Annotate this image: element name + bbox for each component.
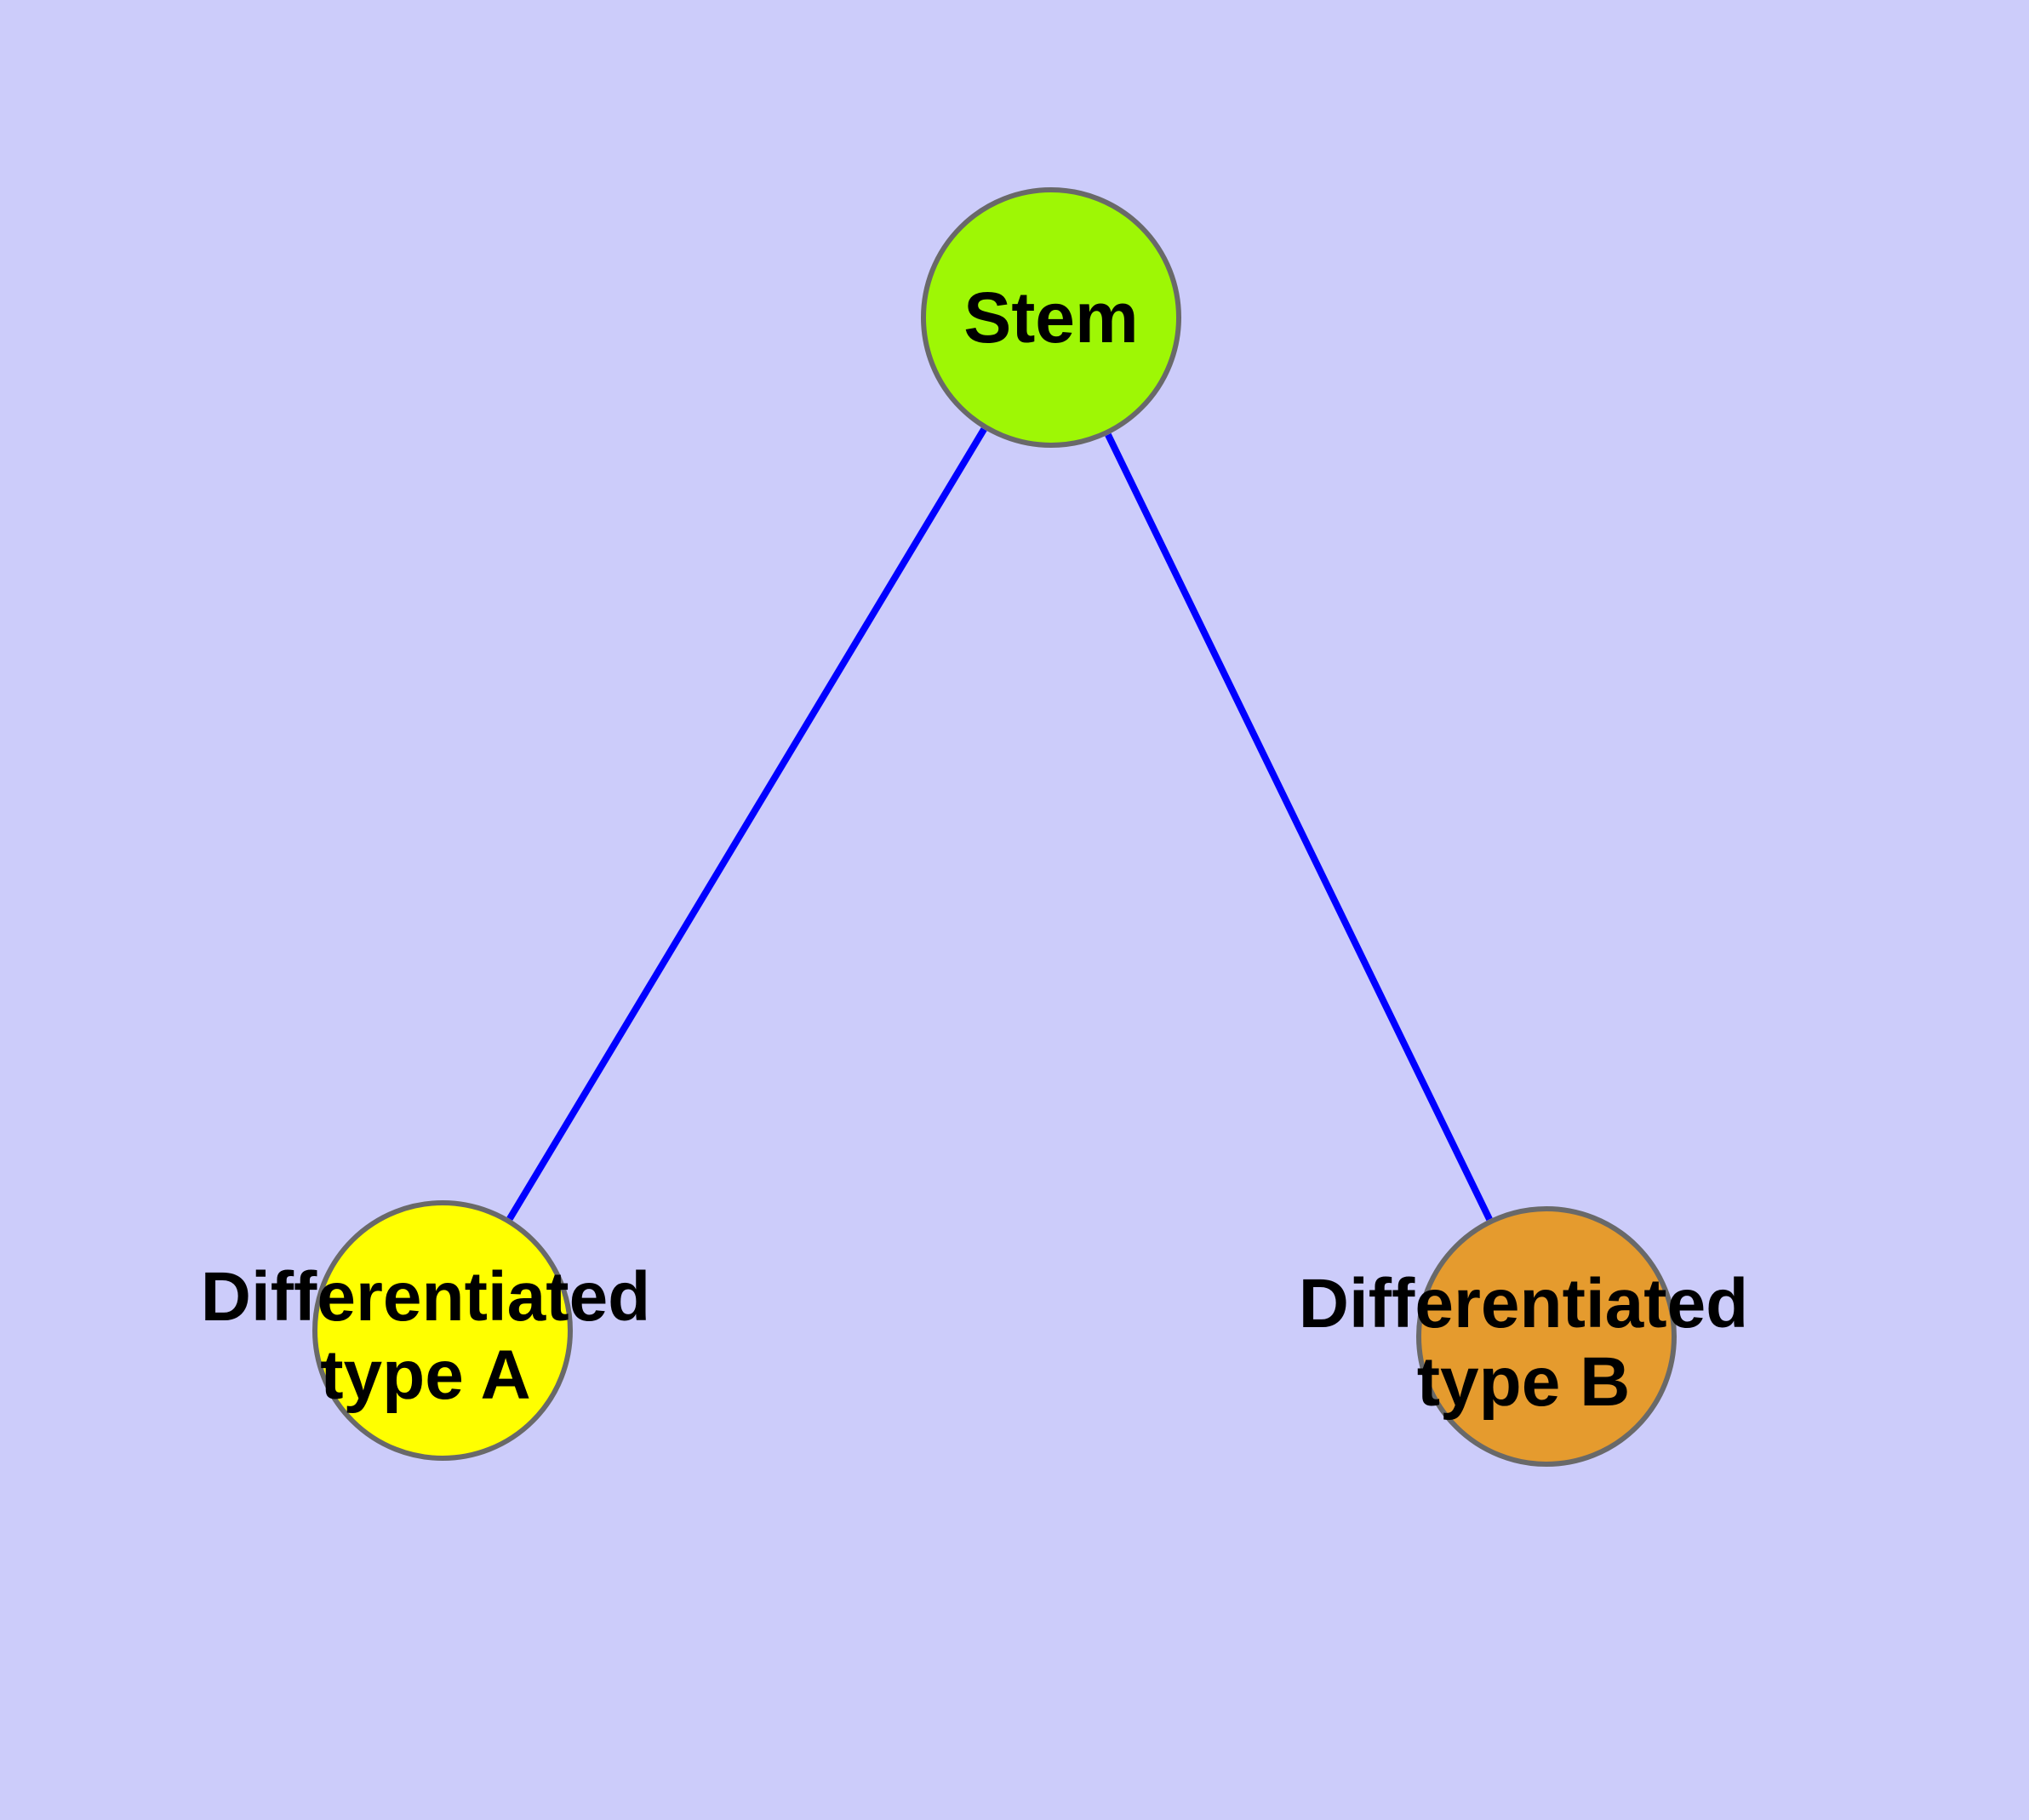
node-circle-diff_b[interactable]: [1416, 1206, 1677, 1467]
edge-layer: [506, 427, 1493, 1222]
edge-stem-diff-b[interactable]: [1105, 432, 1493, 1222]
node-circle-diff_a[interactable]: [312, 1200, 573, 1461]
node-circle-stem[interactable]: [921, 187, 1181, 448]
node-layer: [312, 187, 1677, 1467]
edge-stem-diff-a[interactable]: [506, 427, 987, 1221]
